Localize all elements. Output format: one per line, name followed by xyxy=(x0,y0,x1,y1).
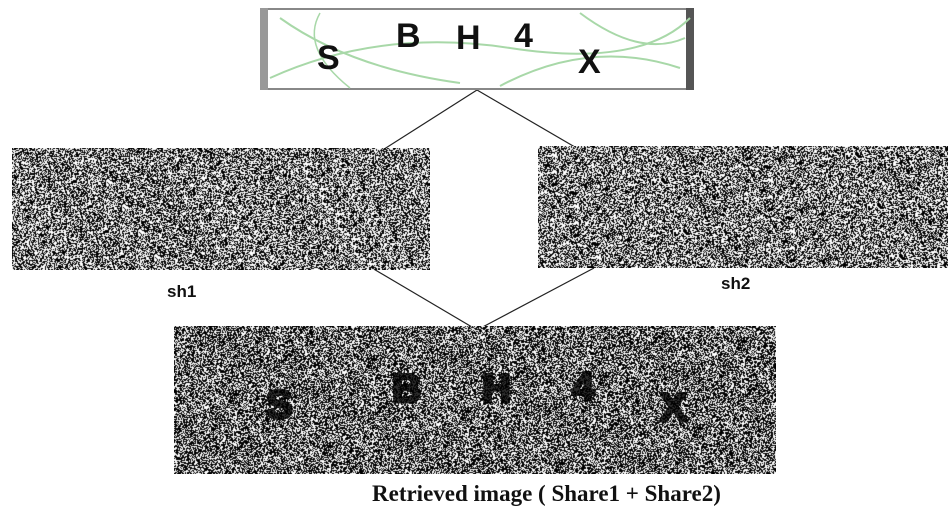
captcha-noise-curve-2 xyxy=(279,17,461,84)
share-1-image xyxy=(12,148,430,270)
connector-original-to-sh1 xyxy=(377,89,478,154)
captcha-noise-curve-4 xyxy=(579,12,686,46)
captcha-char-2: B xyxy=(396,17,421,55)
connector-original-to-sh2 xyxy=(476,89,581,151)
retrieved-char-3: H xyxy=(482,367,511,411)
retrieved-char-2: B xyxy=(392,367,421,411)
captcha-char-5: X xyxy=(578,43,601,81)
retrieved-image-caption: Retrieved image ( Share1 + Share2) xyxy=(372,481,721,506)
captcha-left-bar xyxy=(260,8,268,90)
captcha-char-4: 4 xyxy=(514,17,533,55)
captcha-noise-curve-5 xyxy=(313,12,351,89)
share-1-noise xyxy=(12,148,430,270)
retrieved-char-4: 4 xyxy=(572,365,595,409)
captcha-char-3: H xyxy=(456,19,481,57)
retrieved-char-1: S xyxy=(266,383,293,427)
retrieved-characters: S B H 4 X xyxy=(265,364,689,432)
captcha-right-bar xyxy=(686,8,694,90)
connector-sh2-to-retrieved xyxy=(476,267,595,331)
connector-sh1-to-retrieved xyxy=(371,267,478,331)
share-2-image xyxy=(538,146,948,268)
share-2-label: sh2 xyxy=(721,274,751,293)
retrieved-image: S B H 4 X xyxy=(174,326,776,474)
retrieved-noise xyxy=(174,326,776,474)
share-2-noise xyxy=(538,146,948,268)
captcha-char-1: S xyxy=(317,39,340,77)
captcha-noise-curve-3 xyxy=(499,55,681,87)
share-1-label: sh1 xyxy=(167,282,197,301)
retrieved-char-5: X xyxy=(660,386,687,430)
original-captcha-image: S B H 4 X xyxy=(260,8,694,90)
